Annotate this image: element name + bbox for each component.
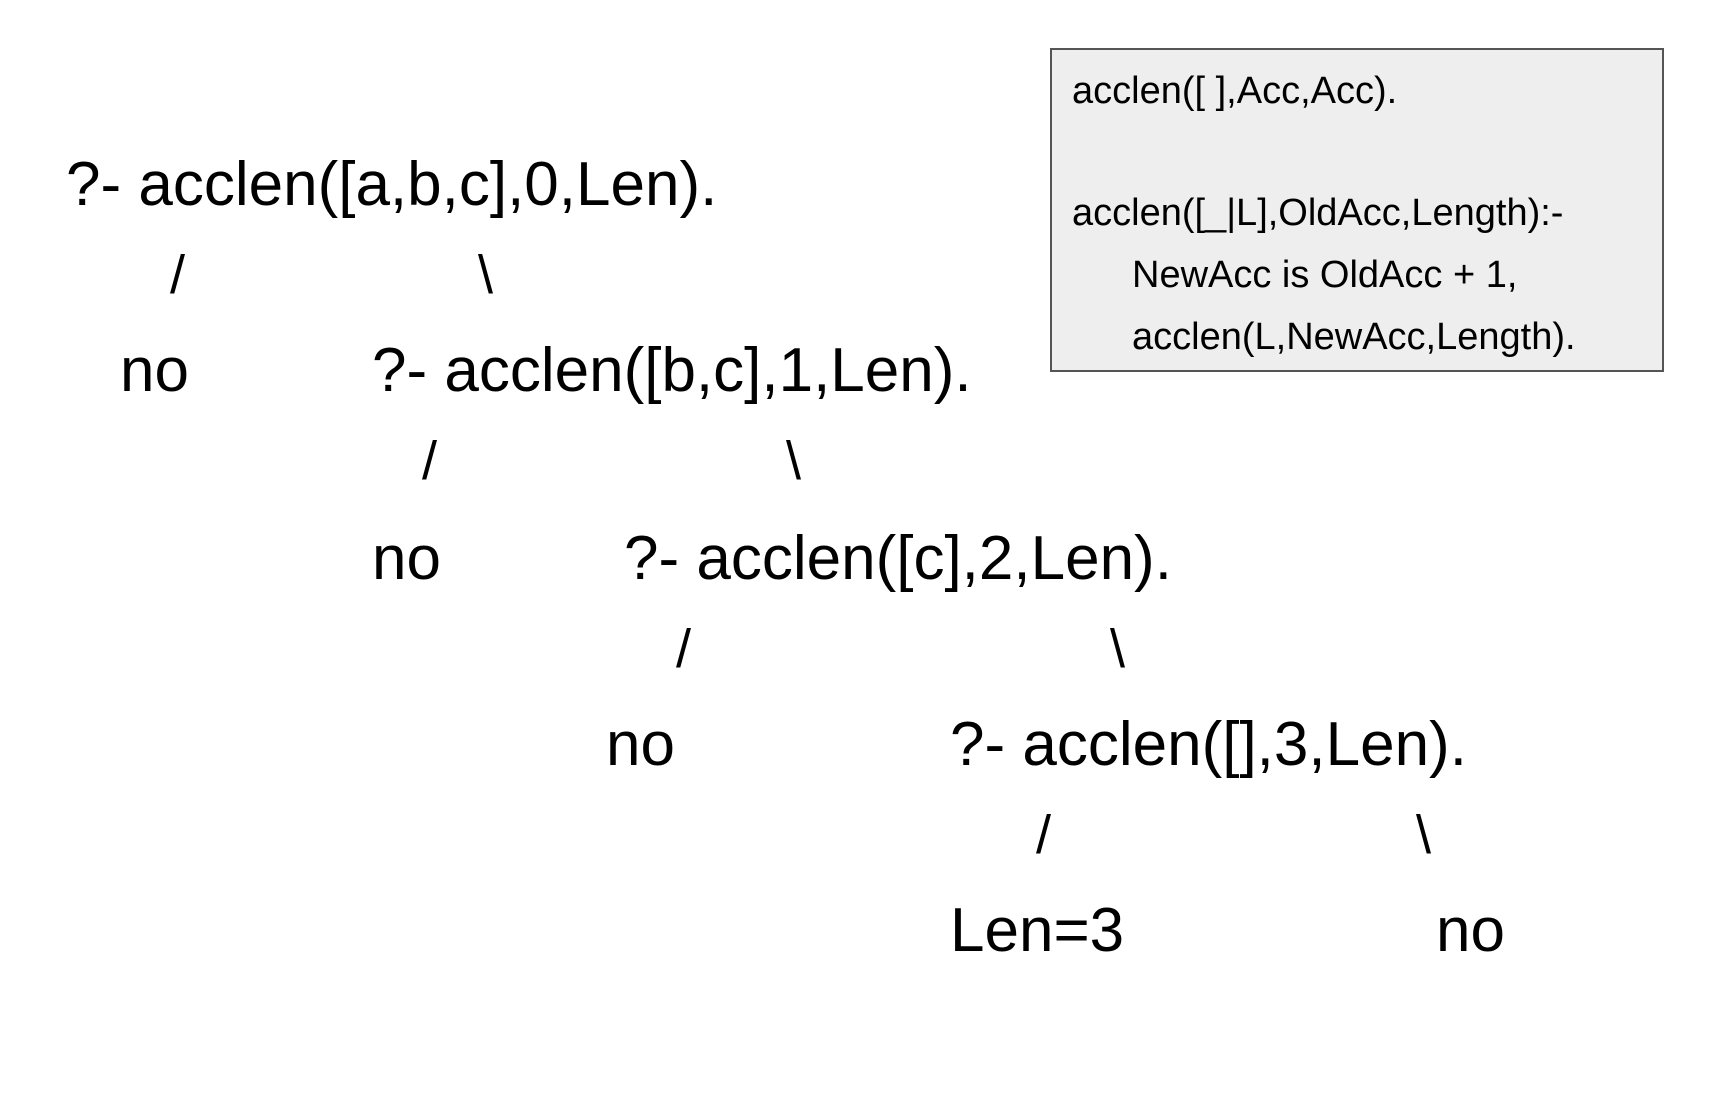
query-level-3: ?- acclen([c],2,Len). [624,524,1172,593]
code-line-increment: NewAcc is OldAcc + 1, [1132,254,1518,296]
result-solution: Len=3 [950,896,1125,965]
code-line-base-clause: acclen([ ],Acc,Acc). [1072,70,1398,112]
result-no-level-3: no [606,710,675,779]
code-line-recursive-call: acclen(L,NewAcc,Length). [1132,316,1576,358]
code-line-recursive-head: acclen([_|L],OldAcc,Length):- [1072,192,1564,234]
branch-right-level-2: \ [786,431,802,491]
branch-left-level-2: / [422,431,438,491]
result-no-level-4: no [1436,896,1505,965]
program-code-box: acclen([ ],Acc,Acc). acclen([_|L],OldAcc… [1050,48,1664,372]
query-level-2: ?- acclen([b,c],1,Len). [372,336,972,405]
branch-left-level-3: / [676,619,692,679]
branch-left-level-4: / [1036,805,1052,865]
branch-right-level-4: \ [1416,805,1432,865]
result-no-level-2: no [372,524,441,593]
result-no-level-1: no [120,336,189,405]
branch-right-level-3: \ [1110,619,1126,679]
query-level-4: ?- acclen([],3,Len). [950,710,1467,779]
branch-left-level-1: / [170,245,186,305]
query-level-1: ?- acclen([a,b,c],0,Len). [66,150,718,219]
branch-right-level-1: \ [478,245,494,305]
